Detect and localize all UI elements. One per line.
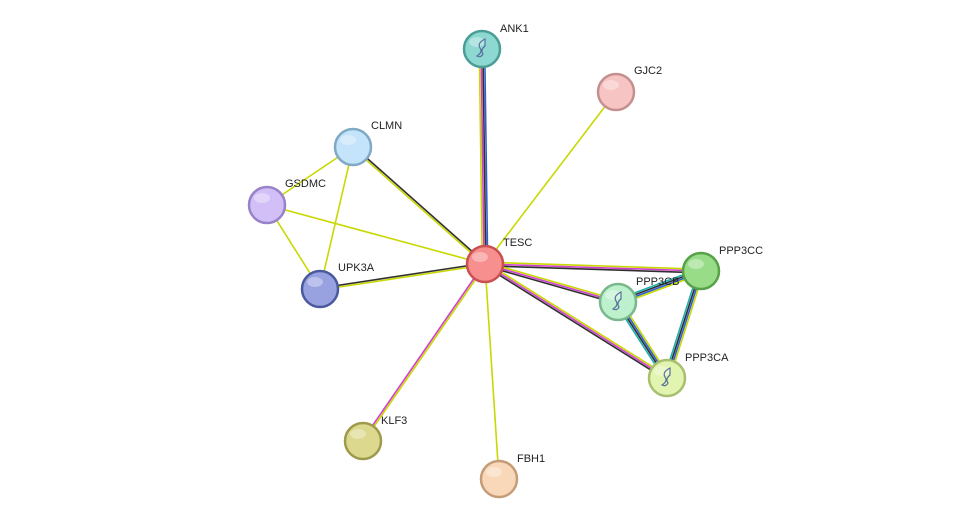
- edge-tesc-fbh1: [484, 263, 500, 480]
- node-highlight: [340, 135, 356, 145]
- edge-line: [353, 145, 487, 264]
- edge-tesc-gsdmc: [266, 204, 486, 265]
- edge-tesc-ppp3cb: [484, 261, 619, 305]
- node-circle[interactable]: [247, 185, 287, 225]
- edge-line: [484, 263, 668, 379]
- edge-line: [483, 48, 489, 264]
- protein-structure-icon: [611, 291, 622, 311]
- node-highlight: [605, 290, 621, 300]
- node-circle[interactable]: [596, 72, 636, 112]
- node-label: ANK1: [500, 23, 529, 35]
- edge-line: [484, 263, 619, 303]
- protein-structure-icon: [660, 367, 671, 387]
- node-label: PPP3CB: [636, 276, 679, 288]
- edge-line: [319, 262, 485, 289]
- edge-line: [480, 49, 485, 265]
- node-circle[interactable]: [333, 127, 373, 167]
- node-highlight: [603, 80, 619, 90]
- node-tesc[interactable]: TESC: [465, 237, 532, 284]
- node-clmn[interactable]: CLMN: [333, 120, 402, 167]
- edge-line: [484, 263, 702, 272]
- node-ank1[interactable]: ANK1: [462, 23, 529, 69]
- edge-line: [484, 264, 618, 305]
- edge-tesc-klf3: [361, 263, 487, 442]
- node-upk3a[interactable]: UPK3A: [300, 262, 375, 309]
- node-highlight: [472, 252, 488, 262]
- edge-line: [483, 264, 667, 381]
- node-label: FBH1: [517, 453, 545, 465]
- node-gjc2[interactable]: GJC2: [596, 65, 662, 112]
- edge-line: [363, 264, 487, 442]
- edge-line: [484, 264, 701, 274]
- edge-tesc-clmn: [351, 145, 487, 266]
- edge-line: [478, 49, 484, 265]
- node-label: PPP3CC: [719, 245, 763, 257]
- edge-clmn-upk3a: [319, 146, 354, 290]
- edge-line: [485, 261, 669, 378]
- node-highlight: [350, 429, 366, 439]
- edge-line: [361, 263, 485, 441]
- edge-line: [320, 264, 486, 291]
- node-ppp3cc[interactable]: PPP3CC: [681, 245, 763, 291]
- protein-structure-icon: [475, 38, 486, 58]
- edge-line: [266, 204, 486, 265]
- edge-line: [351, 147, 485, 266]
- edge-tesc-ppp3cc: [484, 261, 702, 274]
- node-circle[interactable]: [479, 459, 519, 499]
- edge-tesc-ank1: [478, 48, 489, 265]
- node-klf3[interactable]: KLF3: [343, 415, 407, 461]
- node-label: GJC2: [634, 65, 662, 77]
- edge-line: [482, 48, 487, 264]
- edge-line: [485, 261, 619, 302]
- node-circle[interactable]: [343, 421, 383, 461]
- node-highlight: [254, 193, 270, 203]
- node-highlight: [486, 467, 502, 477]
- edge-line: [484, 91, 617, 265]
- edge-tesc-gjc2: [484, 91, 617, 265]
- node-ppp3cb[interactable]: PPP3CB: [598, 276, 679, 322]
- edge-line: [485, 261, 702, 271]
- node-fbh1[interactable]: FBH1: [479, 453, 545, 499]
- edge-tesc-ppp3ca: [483, 261, 669, 381]
- node-label: UPK3A: [338, 262, 375, 274]
- edge-line: [484, 263, 500, 480]
- node-highlight: [307, 277, 323, 287]
- node-highlight: [469, 37, 485, 47]
- node-label: GSDMC: [285, 178, 326, 190]
- node-highlight: [654, 366, 670, 376]
- edge-tesc-upk3a: [319, 262, 486, 291]
- node-label: PPP3CA: [685, 352, 729, 364]
- node-circle[interactable]: [300, 269, 340, 309]
- node-ppp3ca[interactable]: PPP3CA: [647, 352, 729, 398]
- edge-line: [319, 146, 354, 290]
- node-circle[interactable]: [465, 244, 505, 284]
- node-label: CLMN: [371, 120, 402, 132]
- node-label: KLF3: [381, 415, 407, 427]
- node-circle[interactable]: [681, 251, 721, 291]
- node-highlight: [688, 259, 704, 269]
- node-label: TESC: [503, 237, 532, 249]
- node-gsdmc[interactable]: GSDMC: [247, 178, 326, 225]
